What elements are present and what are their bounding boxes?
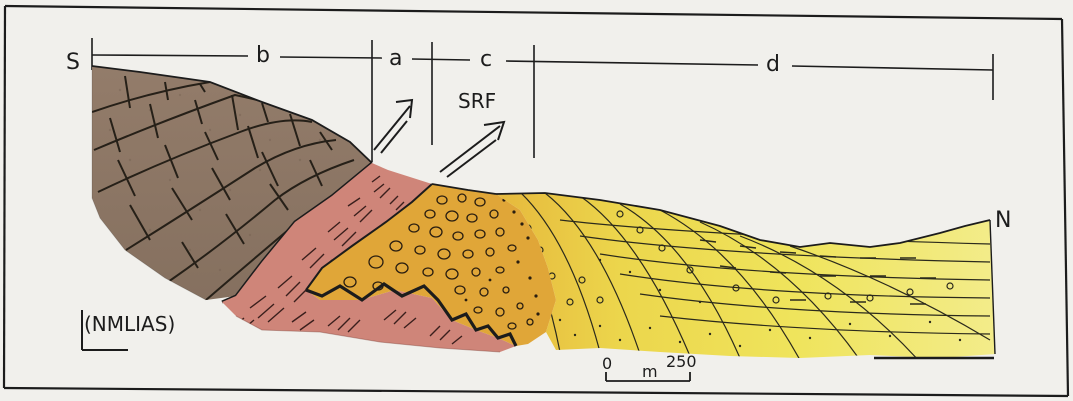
fault-label: SRF [458, 91, 496, 111]
north-label: N [995, 210, 1011, 232]
zone-d-label: d [766, 54, 780, 76]
sandstone-unit [496, 192, 995, 362]
zone-b-label: b [256, 45, 270, 67]
zone-a-label: a [389, 48, 402, 70]
scale-start-label: 0 [602, 356, 612, 372]
scale-end-label: 250 [666, 354, 697, 370]
zone-c-label: c [480, 49, 492, 71]
unit-label: (NMLIAS) [84, 314, 175, 334]
south-label: S [66, 52, 80, 74]
scale-unit-label: m [642, 364, 658, 380]
